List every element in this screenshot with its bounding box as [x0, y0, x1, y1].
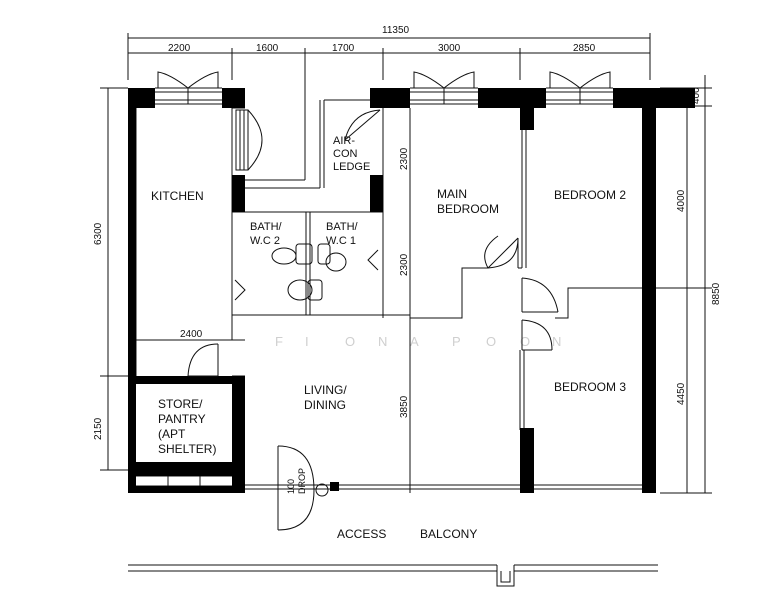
- room-label-aircon-ledge: AIR- CON LEDGE: [333, 135, 370, 173]
- doors: [187, 235, 559, 531]
- watermark-letter: N: [378, 334, 387, 349]
- dimension-right-4450: 4450: [676, 382, 687, 405]
- watermark-letter: O: [486, 334, 496, 349]
- room-label-refuse-drop: 100 DROP: [286, 468, 307, 494]
- room-label-line: LIVING/: [304, 383, 347, 397]
- room-label-line: CON: [333, 148, 358, 160]
- dimension-top: 2850: [573, 43, 596, 54]
- dimension-top: 2200: [168, 43, 191, 54]
- window-kitchen-side: [235, 109, 263, 171]
- dimension-2300-lower: 2300: [399, 253, 410, 276]
- interior-dimensions: 2400 2300 2300 3850: [136, 147, 410, 418]
- room-label-line: PANTRY: [158, 412, 206, 426]
- room-label-line: DINING: [304, 398, 346, 412]
- room-labels: KITCHEN BATH/ W.C 2 BATH/ W.C 1 AIR- CON…: [151, 135, 626, 541]
- interior-thin-lines: [135, 99, 650, 493]
- balcony-label: BALCONY: [420, 527, 477, 541]
- toilet-icon: [317, 243, 347, 272]
- room-label-line: AIR-: [333, 135, 355, 147]
- balcony-ledge: [128, 564, 658, 587]
- dimension-3850: 3850: [399, 395, 410, 418]
- room-label-main-bedroom: MAIN BEDROOM: [437, 187, 499, 216]
- dimension-top: 1700: [332, 43, 355, 54]
- room-label-bedroom-3: BEDROOM 3: [554, 380, 626, 394]
- dimension-top: 1600: [256, 43, 279, 54]
- dimension-left-6300: 6300: [93, 222, 104, 245]
- room-label-line: 100: [286, 479, 296, 494]
- room-label-line: BATH/: [326, 221, 359, 233]
- room-label-line: W.C 1: [326, 235, 356, 247]
- access-label: ACCESS: [337, 527, 386, 541]
- room-label-bath-1: BATH/ W.C 1: [326, 221, 359, 247]
- dimension-2400: 2400: [180, 329, 203, 340]
- window-bedroom-2: [546, 71, 613, 105]
- dimension-right-4000: 4000: [676, 189, 687, 212]
- watermark-letter: A: [410, 334, 419, 349]
- watermark-letter: O: [520, 334, 530, 349]
- room-label-line: W.C 2: [250, 235, 280, 247]
- walls: [128, 88, 695, 493]
- watermark-letter: P: [452, 334, 461, 349]
- room-label-line: BEDROOM: [437, 202, 499, 216]
- toilet-icon: [271, 243, 323, 301]
- room-label-bath-2: BATH/ W.C 2: [250, 221, 283, 247]
- dimension-right-400: 400: [691, 87, 702, 104]
- room-label-line: DROP: [297, 468, 307, 494]
- watermark-letter: O: [345, 334, 355, 349]
- dimension-top: 3000: [438, 43, 461, 54]
- dimension-2300-upper: 2300: [399, 147, 410, 170]
- watermark-letter: F: [275, 334, 283, 349]
- windows: [155, 71, 613, 171]
- dimension-left-2150: 2150: [93, 417, 104, 440]
- window-kitchen: [155, 71, 222, 105]
- room-label-line: SHELTER): [158, 442, 216, 456]
- room-label-line: (APT: [158, 427, 186, 441]
- top-dimensions: 11350 2200 1600 1700 3000 2850: [127, 25, 651, 180]
- dimension-overall-width: 11350: [382, 25, 410, 36]
- room-label-line: BATH/: [250, 221, 283, 233]
- room-label-kitchen: KITCHEN: [151, 189, 204, 203]
- room-label-store-pantry: STORE/ PANTRY (APT SHELTER): [158, 397, 216, 456]
- room-label-living-dining: LIVING/ DINING: [304, 383, 347, 412]
- watermark: F I O N A P O O N: [275, 334, 561, 349]
- room-label-bedroom-2: BEDROOM 2: [554, 188, 626, 202]
- watermark-letter: N: [552, 334, 561, 349]
- room-label-line: LEDGE: [333, 161, 370, 173]
- room-label-line: STORE/: [158, 397, 203, 411]
- fixtures: [271, 243, 347, 301]
- right-dimensions: 400 4000 4450 8850: [655, 75, 722, 494]
- window-main-bedroom: [410, 71, 478, 105]
- left-dimensions: 6300 2150: [93, 87, 135, 471]
- dimension-right-8850: 8850: [711, 282, 722, 305]
- room-label-line: MAIN: [437, 187, 467, 201]
- watermark-letter: I: [305, 334, 309, 349]
